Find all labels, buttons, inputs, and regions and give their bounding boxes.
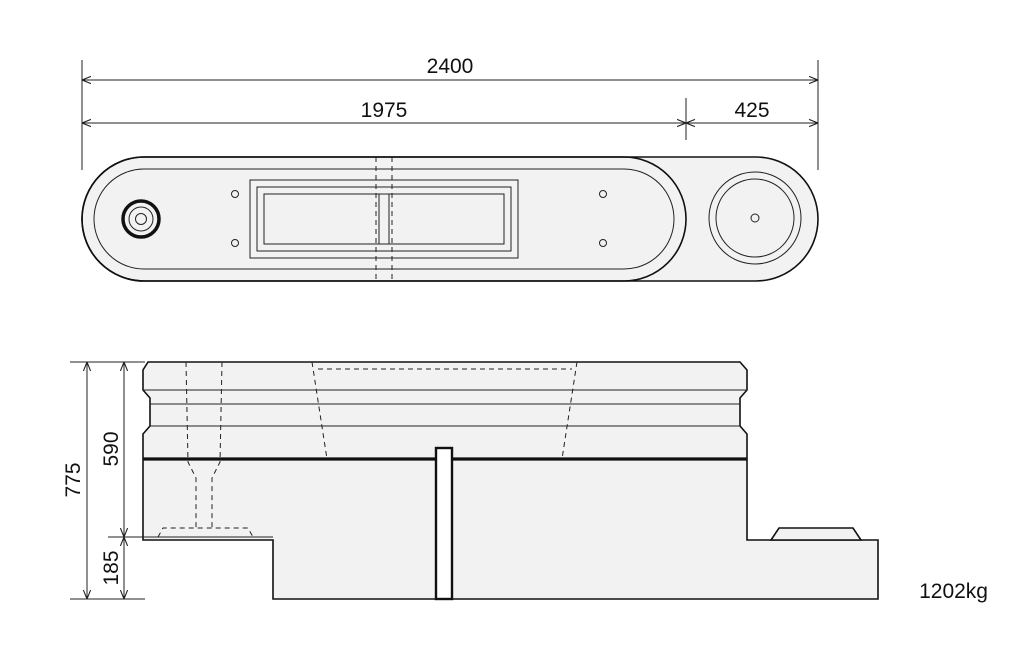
end-pad <box>769 527 863 541</box>
bolt-hole <box>599 239 607 247</box>
hidden-channel <box>185 361 197 528</box>
dimension-lower-height: 185 <box>100 550 123 585</box>
bolt-hole <box>599 190 607 198</box>
hidden-recess <box>561 361 578 460</box>
plan-view: 2400 1975 425 <box>81 55 819 282</box>
dimension-end-length: 425 <box>734 99 769 122</box>
hidden-channel <box>211 361 223 528</box>
left-ring-inner <box>128 206 154 232</box>
plan-inner-outline <box>93 168 675 270</box>
bolt-hole <box>231 239 239 247</box>
end-circle-outer <box>708 171 802 265</box>
center-panel-inner <box>263 193 505 245</box>
end-circle-inner <box>715 178 795 258</box>
hidden-channel-base <box>157 527 254 538</box>
weight-label: 1202kg <box>919 580 988 603</box>
plan-outer-outline <box>81 156 819 282</box>
plan-main-body <box>81 156 687 282</box>
side-view: 775 590 185 <box>62 361 879 601</box>
dimension-total-length: 2400 <box>427 55 474 78</box>
dimension-total-height: 775 <box>62 462 85 497</box>
center-panel-mid <box>256 186 512 252</box>
hidden-recess <box>311 361 328 460</box>
center-panel-outer <box>249 179 519 259</box>
side-body-outline <box>142 361 879 600</box>
left-ring-center <box>135 213 147 225</box>
bolt-hole <box>231 190 239 198</box>
dimension-upper-height: 590 <box>100 431 123 466</box>
center-slot <box>434 446 454 601</box>
end-circle-center <box>750 213 760 223</box>
dimension-main-length: 1975 <box>361 99 408 122</box>
left-ring-icon <box>121 199 161 239</box>
